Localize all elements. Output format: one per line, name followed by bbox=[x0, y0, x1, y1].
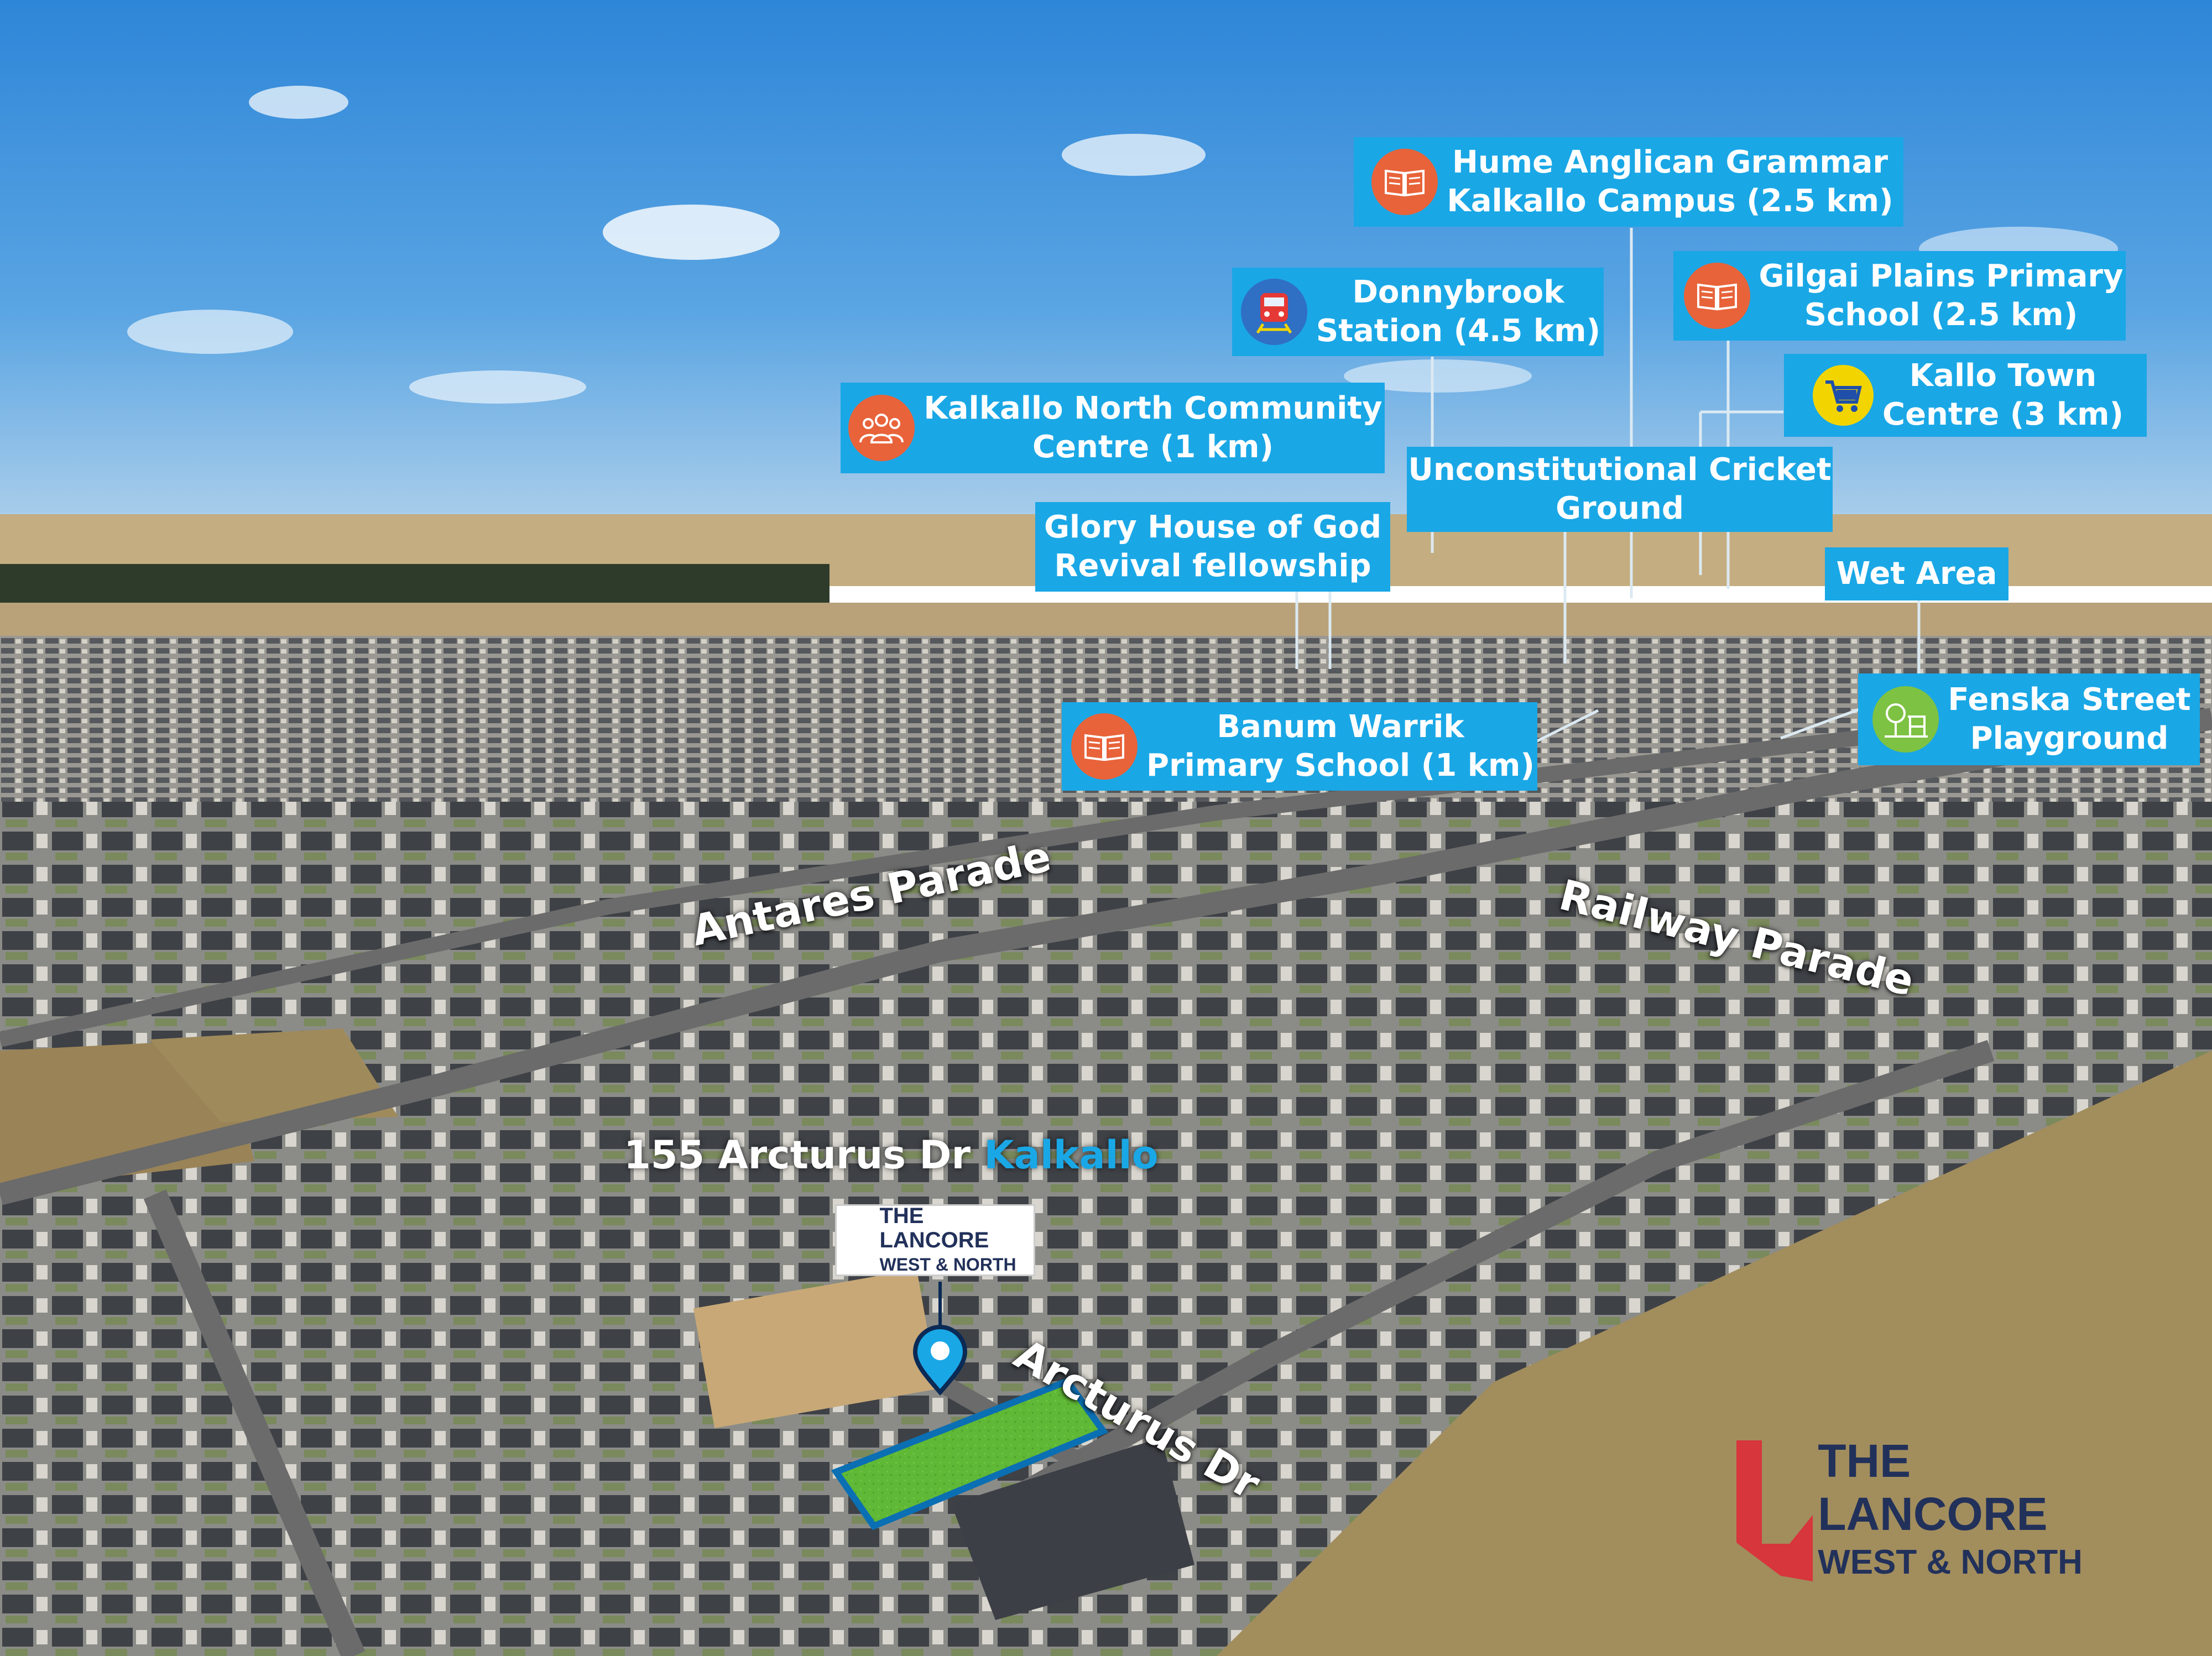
lancore-logo-mark bbox=[1736, 1440, 1813, 1581]
poi-label-kalkallo-north-community: Kalkallo North Community Centre (1 km) bbox=[841, 383, 1385, 473]
poi-label-gilgai-plains: Gilgai Plains Primary School (2.5 km) bbox=[1673, 251, 2126, 341]
poi-label-text: Kalkallo North Community Centre (1 km) bbox=[924, 390, 1383, 465]
poi-label-text: Glory House of God Revival fellowship bbox=[1044, 509, 1382, 584]
lancore-watermark: THE LANCORE WEST & NORTH bbox=[1732, 1435, 2119, 1581]
poi-label-wet-area: Wet Area bbox=[1825, 547, 2008, 600]
address-suburb: Kalkallo bbox=[984, 1132, 1159, 1178]
sign-brand-name: THE LANCORE bbox=[879, 1204, 989, 1252]
book-icon bbox=[1371, 149, 1438, 215]
poi-label-text: Unconstitutional Cricket Ground bbox=[1408, 452, 1832, 526]
watermark-brand-name: THE LANCORE bbox=[1818, 1435, 2048, 1540]
shopping-cart-icon bbox=[1812, 365, 1874, 426]
book-icon bbox=[1683, 263, 1750, 329]
poi-label-glory-house: Glory House of God Revival fellowship bbox=[1035, 502, 1390, 592]
book-icon bbox=[1071, 713, 1138, 780]
address-street: 155 Arcturus Dr bbox=[624, 1132, 971, 1178]
community-icon bbox=[848, 395, 915, 461]
poi-label-text: Wet Area bbox=[1836, 556, 1997, 592]
playground-icon bbox=[1872, 686, 1939, 753]
lancore-sign: THE LANCORE WEST & NORTH bbox=[835, 1204, 1035, 1276]
train-icon bbox=[1240, 279, 1307, 345]
poi-label-text: Donnybrook Station (4.5 km) bbox=[1316, 274, 1601, 349]
highlighted-lot bbox=[831, 1377, 1109, 1530]
poi-label-banum-warrik: Banum Warrik Primary School (1 km) bbox=[1062, 702, 1537, 791]
watermark-brand-tagline: WEST & NORTH bbox=[1818, 1543, 2083, 1581]
poi-label-text: Fenska Street Playground bbox=[1948, 682, 2191, 756]
location-pin-icon bbox=[912, 1325, 968, 1396]
sign-brand-tagline: WEST & NORTH bbox=[879, 1255, 1016, 1274]
poi-label-cricket-ground: Unconstitutional Cricket Ground bbox=[1407, 447, 1833, 532]
poi-label-text: Hume Anglican Grammar Kalkallo Campus (2… bbox=[1447, 144, 1893, 219]
poi-label-kallo-town: Kallo Town Centre (3 km) bbox=[1784, 354, 2147, 437]
poi-label-fenska-street: Fenska Street Playground bbox=[1858, 673, 2200, 765]
poi-label-text: Kallo Town Centre (3 km) bbox=[1882, 358, 2124, 432]
poi-label-donnybrook-station: Donnybrook Station (4.5 km) bbox=[1232, 268, 1604, 356]
poi-label-hume-anglican: Hume Anglican Grammar Kalkallo Campus (2… bbox=[1354, 137, 1903, 227]
property-address: 155 Arcturus Dr Kalkallo bbox=[624, 1132, 1159, 1178]
poi-label-text: Gilgai Plains Primary School (2.5 km) bbox=[1759, 258, 2124, 333]
poi-label-text: Banum Warrik Primary School (1 km) bbox=[1146, 709, 1535, 783]
